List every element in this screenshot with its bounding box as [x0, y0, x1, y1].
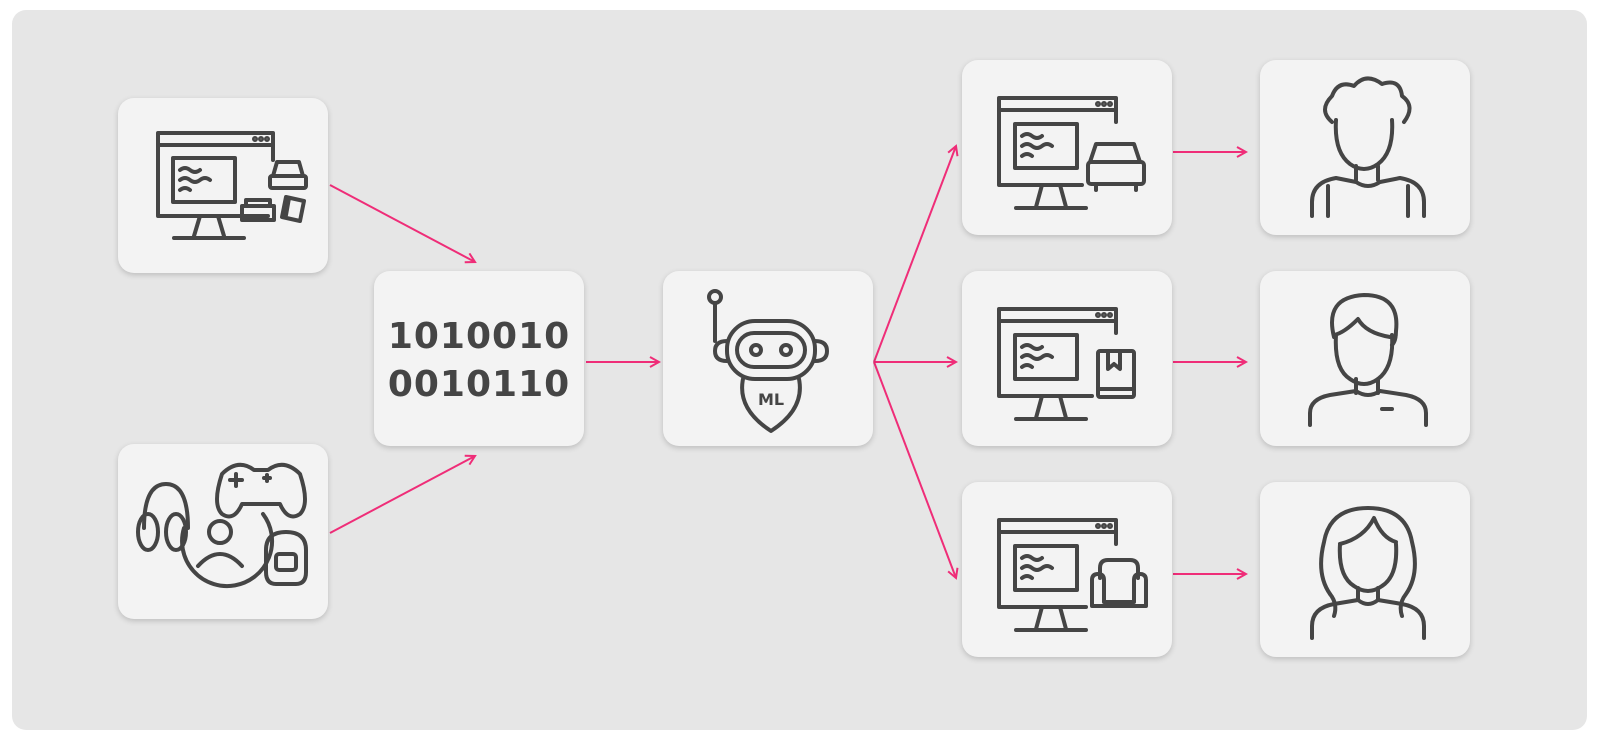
user-short-hair-node [1260, 271, 1470, 446]
user-woman-icon [1310, 506, 1426, 640]
binary-line-1: 1010010 [387, 316, 571, 357]
binary-data: 1010010 0010110 [374, 313, 584, 409]
ml-model-node: ML [663, 271, 873, 446]
monitor-book-icon [997, 307, 1136, 421]
binary-data-node: 1010010 0010110 [374, 271, 584, 446]
arrow-history-to-data [329, 184, 475, 262]
monitor-with-car-sofa-book-icon [156, 131, 308, 240]
user-interests-icon [136, 462, 308, 589]
browsing-history-node [118, 98, 328, 273]
arrow-interests-to-data [329, 456, 475, 534]
monitor-sofa-icon [997, 518, 1148, 632]
ml-robot-icon: ML [707, 289, 829, 433]
arrow-model-to-rec-car [873, 146, 956, 363]
user-curly-hair-icon [1310, 76, 1426, 218]
user-interests-node [118, 444, 328, 619]
ml-label: ML [758, 390, 784, 409]
monitor-car-icon [997, 96, 1146, 210]
recommendation-sofa-node [962, 482, 1172, 657]
recommendation-book-node [962, 271, 1172, 446]
recommendation-car-node [962, 60, 1172, 235]
arrow-model-to-rec-sofa [873, 361, 956, 578]
user-woman-node [1260, 482, 1470, 657]
binary-line-2: 0010110 [387, 364, 571, 405]
user-short-hair-icon [1308, 293, 1428, 427]
user-curly-node [1260, 60, 1470, 235]
